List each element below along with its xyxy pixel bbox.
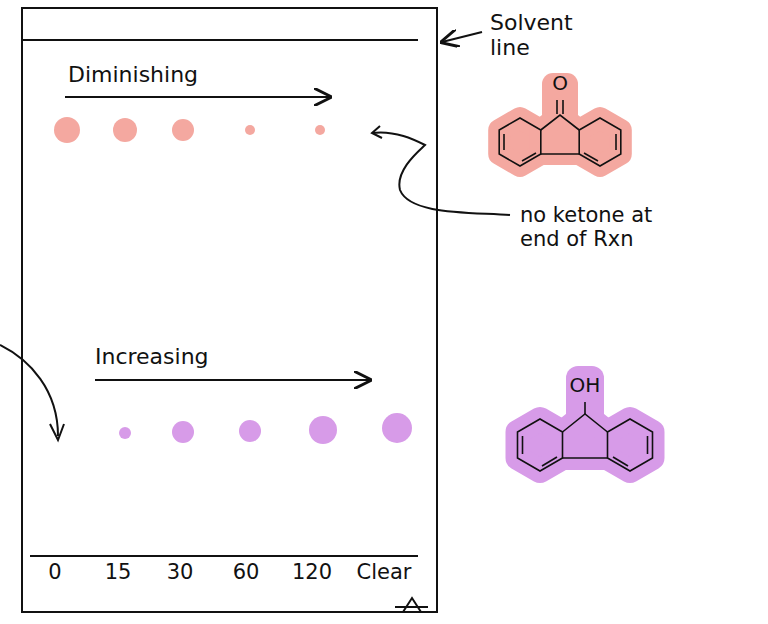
callout-label: Solvent line: [490, 10, 600, 61]
lane-label: 30: [167, 560, 194, 584]
origin-mark: [403, 598, 421, 612]
leader-curve: [0, 345, 58, 436]
leader-arrow: [442, 32, 482, 42]
lane-label: 15: [105, 560, 132, 584]
trend-arrow: [95, 379, 370, 381]
baseline: [30, 555, 418, 557]
trend-arrow: [65, 96, 330, 98]
trend-label: Diminishing: [68, 62, 198, 87]
atom-label: OH: [570, 374, 601, 397]
alcohol-spots: [119, 413, 412, 444]
lane-label: Clear: [357, 560, 412, 584]
leader-head: [50, 424, 64, 440]
origin-mark: [395, 606, 428, 608]
lane-label: 120: [292, 560, 332, 584]
lane-label: 60: [233, 560, 260, 584]
trend-label: Increasing: [95, 344, 209, 369]
fluorenone-structure: [499, 84, 621, 166]
note-label: no ketone at end of Rxn: [520, 203, 690, 251]
lane-label: 0: [48, 560, 61, 584]
atom-label: O: [552, 72, 568, 95]
ketone-spots: [54, 117, 325, 143]
tlc-plate: [22, 8, 437, 612]
leader-head: [372, 126, 382, 138]
solvent-front: [22, 39, 418, 41]
